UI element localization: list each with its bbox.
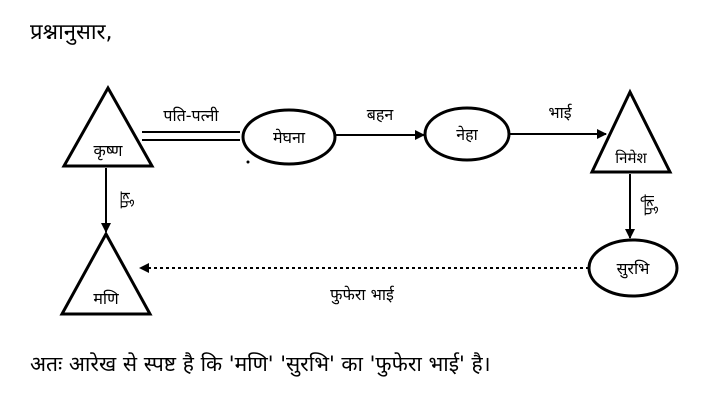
mani-label: मणि [93,289,119,308]
relation-brother: भाई [548,103,572,122]
relation-cousin: फुफेरा भाई [330,285,395,305]
heading: प्रश्नानुसार, [30,20,113,45]
relation-sister: बहन [367,105,395,124]
meghna-label: मेघना [273,128,306,147]
krishna-triangle [61,84,155,168]
surbhi-label: सुरभि [617,259,651,279]
relation-son: पुत्र [116,191,135,209]
nimesh-label: निमेश [615,149,647,167]
relation-daughter: पुत्री [640,194,659,216]
mani-triangle [59,230,153,316]
neha-label: नेहा [456,125,478,144]
krishna-label: कृष्ण [93,141,122,161]
meghna-ellipse [241,108,337,166]
nimesh-triangle [589,88,673,174]
relation-spouse: पति-पत्नी [163,106,219,125]
conclusion-text: अतः आरेख से स्पष्ट है कि 'मणि' 'सुरभि' क… [30,352,491,376]
stray-dot [246,160,250,164]
